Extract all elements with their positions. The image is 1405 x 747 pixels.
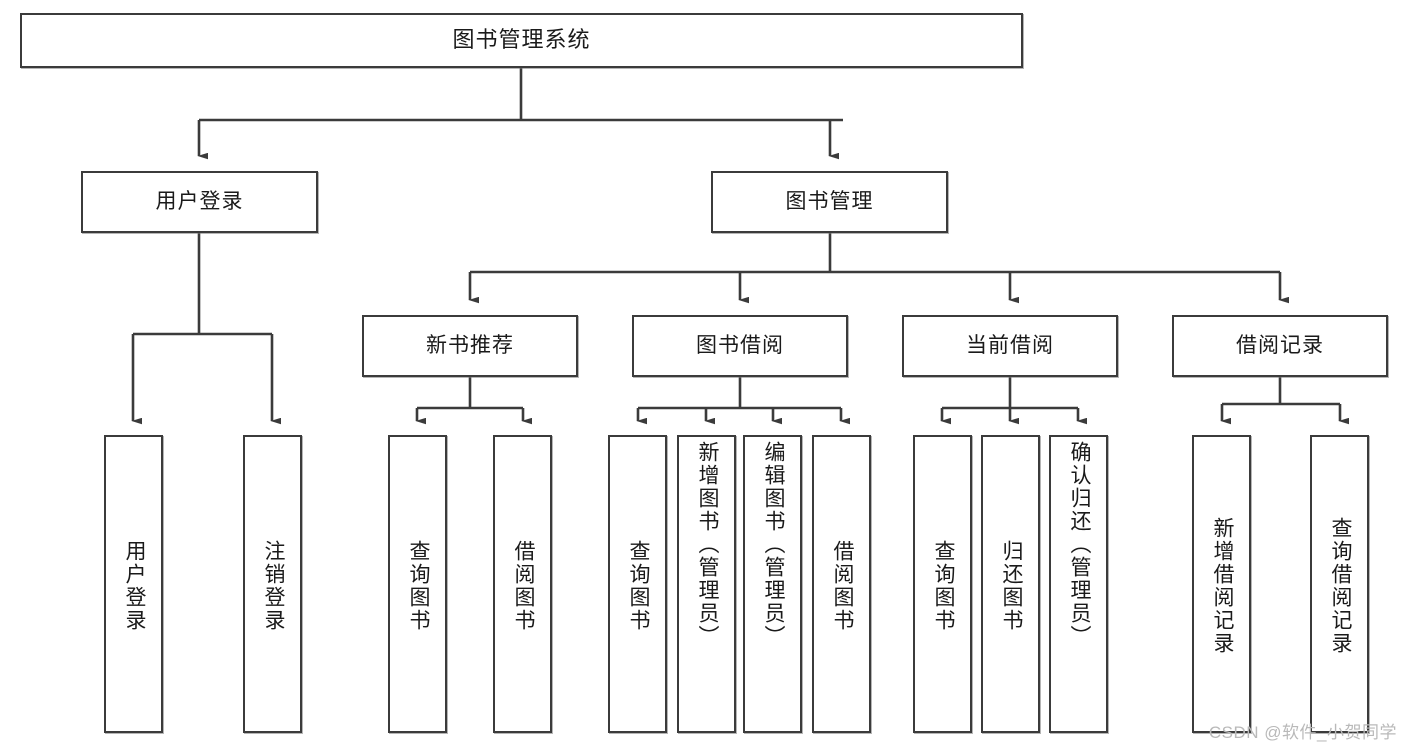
leaf-user-login-1-label: 用户登录	[122, 540, 146, 632]
leaf-new-book-1-label: 查询图书	[406, 540, 430, 632]
leaf-book-borrow-1[interactable]: 查询图书	[608, 435, 667, 733]
node-user-login-label: 用户登录	[155, 190, 244, 214]
leaf-current-borrow-2[interactable]: 归还图书	[981, 435, 1040, 733]
leaf-book-borrow-4-label: 借阅图书	[830, 540, 854, 632]
node-root[interactable]: 图书管理系统	[20, 13, 1023, 68]
node-root-label: 图书管理系统	[452, 27, 591, 53]
leaf-user-login-2[interactable]: 注销登录	[243, 435, 302, 733]
leaf-borrow-record-1[interactable]: 新增借阅记录	[1192, 435, 1251, 733]
leaf-current-borrow-3[interactable]: 确认归还（管理员）	[1049, 435, 1108, 733]
node-new-book-recommend-label: 新书推荐	[426, 334, 514, 358]
leaf-borrow-record-2[interactable]: 查询借阅记录	[1310, 435, 1369, 733]
watermark-text: CSDN @软件_小贺同学	[1208, 723, 1397, 742]
leaf-book-borrow-2-label: 新增图书（管理员）	[695, 441, 719, 648]
leaf-user-login-2-label: 注销登录	[261, 540, 285, 632]
leaf-current-borrow-2-label: 归还图书	[999, 540, 1023, 632]
leaf-user-login-1[interactable]: 用户登录	[104, 435, 163, 733]
leaf-borrow-record-2-label: 查询借阅记录	[1328, 517, 1352, 655]
node-book-manage-label: 图书管理	[785, 190, 874, 214]
node-borrow-record[interactable]: 借阅记录	[1172, 315, 1388, 377]
leaf-new-book-1[interactable]: 查询图书	[388, 435, 447, 733]
leaf-borrow-record-1-label: 新增借阅记录	[1210, 517, 1234, 655]
leaf-current-borrow-1[interactable]: 查询图书	[913, 435, 972, 733]
node-book-borrow[interactable]: 图书借阅	[632, 315, 848, 377]
leaf-book-borrow-4[interactable]: 借阅图书	[812, 435, 871, 733]
leaf-book-borrow-1-label: 查询图书	[626, 540, 650, 632]
leaf-current-borrow-3-label: 确认归还（管理员）	[1067, 441, 1091, 648]
leaf-book-borrow-3-label: 编辑图书（管理员）	[761, 441, 785, 648]
node-user-login[interactable]: 用户登录	[81, 171, 318, 233]
leaf-new-book-2[interactable]: 借阅图书	[493, 435, 552, 733]
node-borrow-record-label: 借阅记录	[1236, 334, 1324, 358]
leaf-current-borrow-1-label: 查询图书	[931, 540, 955, 632]
leaf-new-book-2-label: 借阅图书	[511, 540, 535, 632]
node-current-borrow[interactable]: 当前借阅	[902, 315, 1118, 377]
node-current-borrow-label: 当前借阅	[966, 334, 1054, 358]
leaf-book-borrow-3[interactable]: 编辑图书（管理员）	[743, 435, 802, 733]
leaf-book-borrow-2[interactable]: 新增图书（管理员）	[677, 435, 736, 733]
node-book-manage[interactable]: 图书管理	[711, 171, 948, 233]
node-book-borrow-label: 图书借阅	[696, 334, 784, 358]
node-new-book-recommend[interactable]: 新书推荐	[362, 315, 578, 377]
